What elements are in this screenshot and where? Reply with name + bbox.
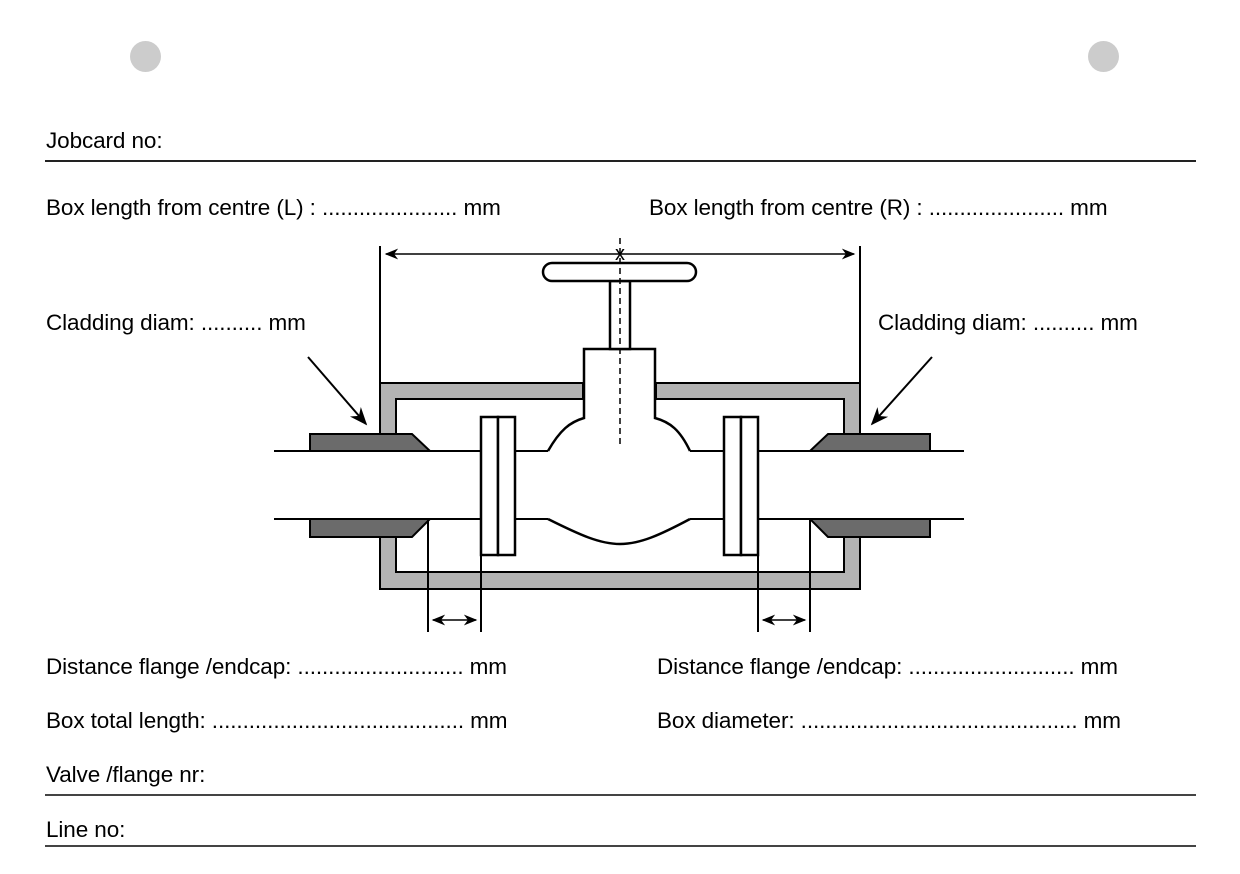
punch-hole-left bbox=[130, 41, 161, 72]
pipe bbox=[274, 450, 964, 520]
cladding-diam-left-field[interactable]: Cladding diam: .......... mm bbox=[46, 310, 306, 335]
distance-flange-left-field[interactable]: Distance flange /endcap: ...............… bbox=[46, 654, 507, 679]
cladding-diam-right-field[interactable]: Cladding diam: .......... mm bbox=[878, 310, 1138, 335]
box-total-length-field[interactable]: Box total length: ......................… bbox=[46, 708, 508, 733]
box-diameter-field[interactable]: Box diameter: ..........................… bbox=[657, 708, 1121, 733]
centre-marker: x bbox=[615, 243, 625, 265]
punch-hole-right bbox=[1088, 41, 1119, 72]
flange-left bbox=[479, 415, 517, 557]
cladding bbox=[309, 433, 931, 538]
distance-flange-right-field[interactable]: Distance flange /endcap: ...............… bbox=[657, 654, 1118, 679]
box-length-left-field[interactable]: Box length from centre (L) : ...........… bbox=[46, 195, 501, 220]
line-no-input-line[interactable] bbox=[45, 845, 1196, 847]
valve-flange-label: Valve /flange nr: bbox=[46, 762, 206, 787]
jobcard-input-line[interactable] bbox=[45, 160, 1196, 162]
jobcard-label: Jobcard no: bbox=[46, 128, 163, 153]
distance-dimension-right bbox=[757, 519, 811, 632]
box-length-dimension bbox=[379, 246, 861, 383]
valve-body bbox=[546, 347, 692, 546]
valve-flange-input-line[interactable] bbox=[45, 794, 1196, 796]
cladding-arrow-right bbox=[870, 356, 933, 426]
valve-handwheel bbox=[541, 261, 698, 351]
flange-right bbox=[722, 415, 760, 557]
cladding-arrow-left bbox=[307, 356, 368, 426]
box-length-right-field[interactable]: Box length from centre (R) : ...........… bbox=[649, 195, 1108, 220]
distance-dimension-left bbox=[427, 519, 482, 632]
line-no-label: Line no: bbox=[46, 817, 126, 842]
